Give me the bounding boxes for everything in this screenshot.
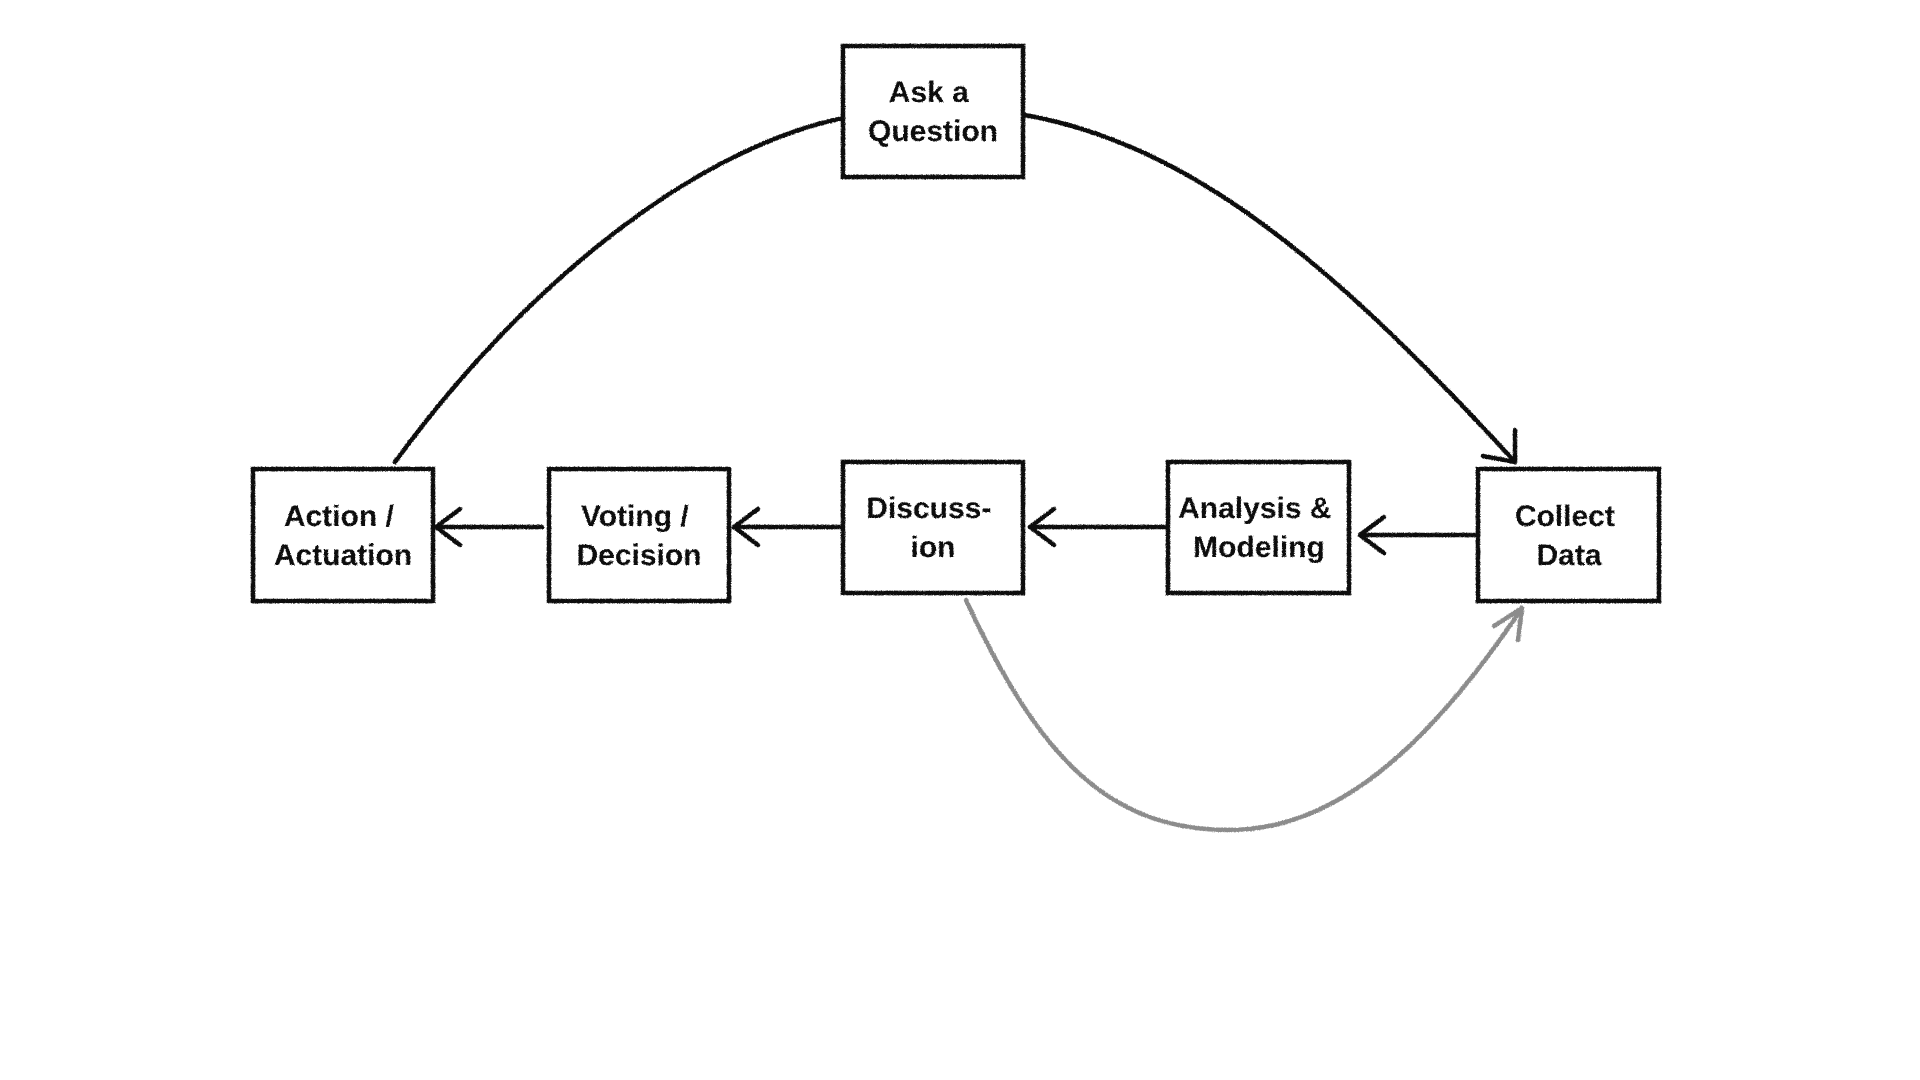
arrowhead-discussion-to-voting xyxy=(731,506,761,548)
node-action-actuation-label: Action / Actuation xyxy=(274,500,412,572)
node-collect-data-line-1: Collect xyxy=(1515,500,1615,533)
node-discussion-line-2: ion xyxy=(911,531,956,564)
node-ask-question: Ask a Question xyxy=(840,43,1026,180)
edge-action-to-ask xyxy=(392,115,846,465)
node-action-actuation-box xyxy=(250,466,436,604)
node-ask-question-box xyxy=(840,43,1026,180)
arrowhead-ask-to-collect xyxy=(1480,427,1518,465)
node-analysis-modeling-label: Analysis & Modeling xyxy=(1178,492,1340,564)
node-ask-question-line-1: Ask a xyxy=(889,76,969,109)
arrowhead-voting-to-action xyxy=(433,506,463,548)
arrowhead-discussion-to-collect-feedback xyxy=(1491,605,1525,643)
node-voting-decision: Voting / Decision xyxy=(546,466,732,604)
node-analysis-modeling-box xyxy=(1165,459,1352,596)
node-collect-data: Collect Data xyxy=(1475,466,1662,604)
node-discussion-line-1: Discuss- xyxy=(866,492,991,525)
node-discussion-label: Discuss- ion xyxy=(866,492,999,564)
node-voting-decision-line-2: Decision xyxy=(576,539,701,572)
node-voting-decision-line-1: Voting / xyxy=(581,500,689,533)
node-collect-data-line-2: Data xyxy=(1536,539,1601,572)
edge-discussion-to-collect-feedback xyxy=(963,597,1525,833)
node-collect-data-label: Collect Data xyxy=(1515,500,1623,572)
edge-ask-to-collect xyxy=(1022,112,1518,465)
node-analysis-modeling: Analysis & Modeling xyxy=(1165,459,1352,596)
node-discussion: Discuss- ion xyxy=(840,459,1026,596)
node-collect-data-box xyxy=(1475,466,1662,604)
node-action-actuation-line-2: Actuation xyxy=(274,539,412,572)
arrowhead-collect-to-analysis xyxy=(1357,514,1387,556)
node-action-actuation-line-1: Action / xyxy=(284,500,395,533)
node-analysis-modeling-line-2: Modeling xyxy=(1193,531,1325,564)
node-voting-decision-label: Voting / Decision xyxy=(576,500,701,572)
node-analysis-modeling-line-1: Analysis & xyxy=(1178,492,1331,525)
node-discussion-box xyxy=(840,459,1026,596)
node-ask-question-label: Ask a Question xyxy=(868,76,998,148)
node-voting-decision-box xyxy=(546,466,732,604)
node-ask-question-line-2: Question xyxy=(868,115,998,148)
arrowhead-analysis-to-discussion xyxy=(1027,506,1057,548)
node-action-actuation: Action / Actuation xyxy=(250,466,436,604)
